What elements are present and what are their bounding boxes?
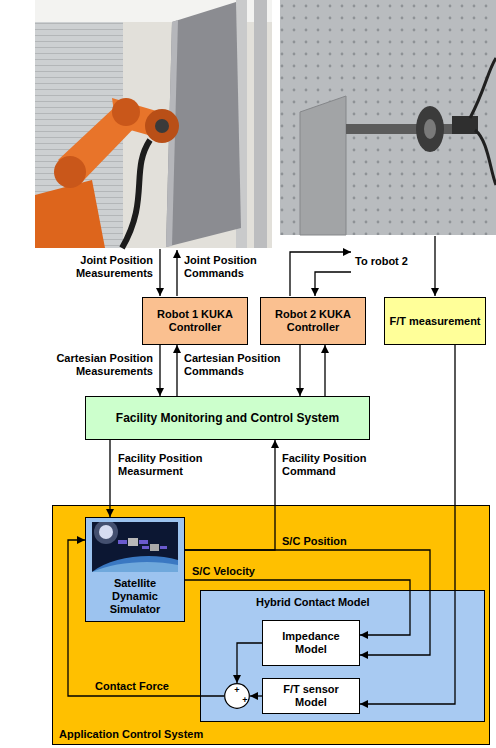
satellite-scene	[92, 556, 178, 572]
robot-photo	[35, 0, 272, 248]
connector-label-box: Cartesian Position Measurements	[38, 352, 153, 378]
signal-connector	[185, 550, 430, 655]
sign-label: +	[224, 685, 250, 695]
box-label: Robot 2 KUKA Controller	[265, 308, 361, 334]
satellite-scene	[94, 522, 118, 544]
satellite-scene	[160, 546, 167, 549]
sensor-photo	[280, 0, 496, 235]
connector-label: S/C Velocity	[192, 565, 270, 578]
signal-connector	[68, 540, 224, 696]
sensor-photo	[470, 58, 496, 118]
sign-label: +	[232, 695, 258, 705]
robot-photo	[35, 180, 105, 248]
signal-arrows	[315, 272, 351, 296]
robot-photo	[122, 140, 150, 248]
sensor-photo	[280, 0, 496, 235]
model-box: Impedance Model	[262, 620, 360, 666]
sensor-photo	[280, 0, 496, 235]
signal-connector	[360, 345, 455, 704]
signal-connector	[176, 345, 177, 396]
model-box: F/T sensor Model	[262, 678, 360, 714]
robot-photo	[254, 0, 267, 248]
box-label: Satellite Dynamic Simulator	[99, 577, 171, 616]
measurement-box: F/T measurement	[384, 297, 486, 345]
connector-label-box: Cartesian Position Commands	[184, 352, 294, 378]
connector-label: Cartesian Position Commands	[184, 352, 294, 378]
box-label: Impedance Model	[271, 630, 351, 656]
satellite-scene	[92, 562, 178, 572]
sensor-photo	[346, 124, 466, 134]
summing-junction: ++	[224, 683, 250, 709]
signal-arrows	[434, 236, 435, 296]
signal-connector	[250, 695, 262, 696]
application-region: Application Control System Satellite Dyna…	[52, 505, 490, 745]
connector-label-box: Facility Position Measurment	[118, 452, 228, 478]
satellite-scene	[150, 544, 159, 551]
signal-connector	[159, 345, 160, 396]
contact-model-region: Hybrid Contact ModelImpedance Model ++ F/T…	[200, 590, 485, 722]
signal-connector	[299, 345, 300, 396]
connector-label: Facility Position Command	[282, 452, 392, 478]
signal-arrows	[290, 252, 351, 296]
box-label: Robot 1 KUKA Controller	[147, 308, 243, 334]
robot-photo	[35, 0, 272, 248]
sensor-photo	[416, 106, 444, 152]
satellite-scene	[118, 540, 127, 544]
signal-label-box: Joint Position Measurements	[38, 254, 153, 280]
signal-connector	[185, 580, 410, 635]
satellite-scene	[128, 538, 138, 546]
controller-box: Robot 2 KUKA Controller	[260, 297, 366, 345]
signal-arrows	[160, 236, 435, 296]
signal-arrows	[159, 249, 160, 296]
connector-label-box: Contact Force	[95, 680, 195, 693]
box-label: F/T measurement	[389, 315, 480, 328]
satellite-scene	[92, 522, 178, 572]
sensor-photo	[300, 96, 346, 235]
connector-label-box: S/C Position	[282, 535, 382, 548]
region-heading: Hybrid Contact Model	[256, 596, 370, 609]
robot-photo	[145, 109, 179, 143]
signal-label: Joint Position Measurements	[38, 254, 153, 280]
signal-connector	[185, 440, 275, 550]
satellite-scene	[139, 540, 148, 544]
robot-photo	[155, 119, 169, 133]
signal-label-box: To robot 2	[355, 255, 435, 268]
box-label: Facility Monitoring and Control System	[116, 411, 339, 425]
signal-connector	[109, 440, 110, 517]
sensor-photo	[452, 116, 478, 134]
box-label: F/T sensor Model	[271, 683, 351, 709]
sensor-photo	[475, 130, 496, 185]
satellite-scene	[92, 522, 178, 572]
connector-label-box: S/C Velocity	[192, 565, 270, 578]
region-label: Application Control System	[53, 728, 203, 744]
connector-label: Contact Force	[95, 680, 195, 693]
robot-photo	[54, 156, 86, 188]
signal-arrows	[176, 250, 177, 296]
robot-photo	[112, 98, 140, 126]
signal-label-box: Joint Position Commands	[184, 254, 284, 280]
signal-label: Joint Position Commands	[184, 254, 284, 280]
connector-label: Facility Position Measurment	[118, 452, 228, 478]
controller-box: Robot 1 KUKA Controller	[142, 297, 248, 345]
sensor-photo	[424, 119, 436, 139]
satellite-scene	[142, 546, 149, 549]
simulator-box: Satellite Dynamic Simulator	[85, 517, 185, 622]
connector-label: Cartesian Position Measurements	[38, 352, 153, 378]
signal-connector	[324, 345, 325, 396]
connector-label: S/C Position	[282, 535, 382, 548]
signal-label: To robot 2	[355, 255, 435, 268]
connector-label-box: Facility Position Command	[282, 452, 392, 478]
signal-connector	[237, 643, 262, 683]
control-system-box: Facility Monitoring and Control System	[85, 396, 370, 440]
